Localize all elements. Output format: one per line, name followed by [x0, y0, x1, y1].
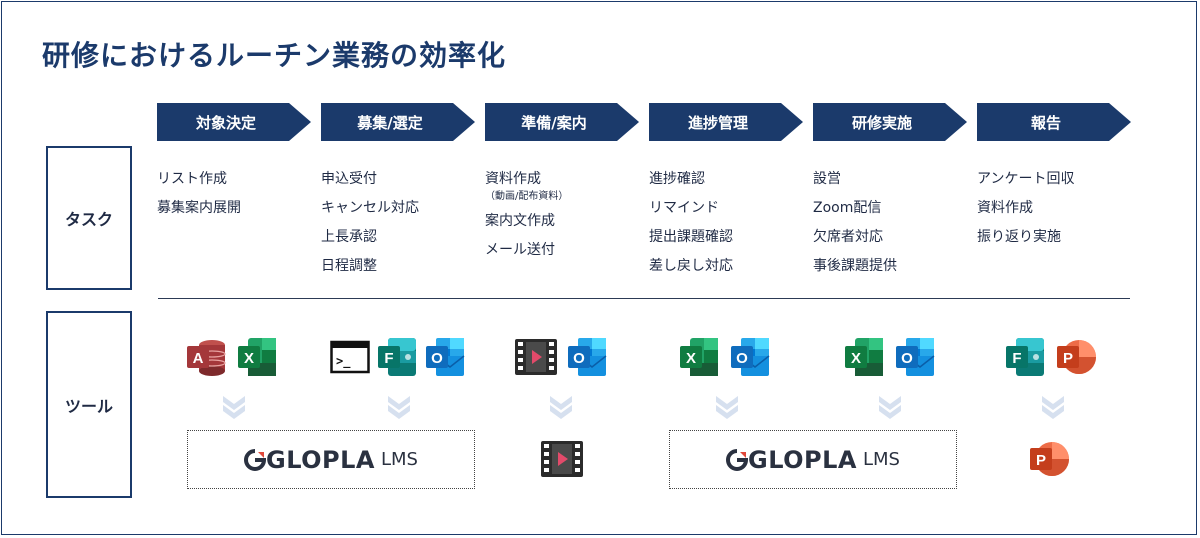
- task-list-progress-manage: 進捗確認 リマインド 提出課題確認 差し戻し対応: [649, 168, 733, 284]
- task-item: Zoom配信: [813, 200, 882, 216]
- outlook-icon: O: [731, 338, 770, 376]
- excel-letter: X: [851, 350, 861, 367]
- task-item: 提出課題確認: [649, 229, 733, 245]
- glopla-lms-logo: GLOPLA LMS: [244, 446, 418, 474]
- down-chevron-icon: [550, 396, 572, 419]
- row-label-tasks: タスク: [46, 146, 132, 290]
- lms-suffix: LMS: [863, 449, 900, 470]
- glopla-lms-logo: GLOPLA LMS: [726, 446, 900, 474]
- forms-icon: F: [378, 338, 416, 376]
- task-list-target-decision: リスト作成 募集案内展開: [157, 168, 241, 226]
- task-item: 進捗確認: [649, 171, 705, 187]
- lms-box-right: GLOPLA LMS: [669, 430, 957, 489]
- task-item: メール送付: [485, 242, 555, 258]
- step-target-decision: 対象決定: [157, 103, 311, 141]
- access-icon: A: [187, 340, 226, 376]
- task-item: 欠席者対応: [813, 229, 883, 245]
- step-recruit-select: 募集/選定: [321, 103, 475, 141]
- forms-icon: F: [1006, 338, 1044, 376]
- glopla-logo-icon: [726, 448, 748, 471]
- task-list-recruit-select: 申込受付 キャンセル対応 上長承認 日程調整: [321, 168, 419, 284]
- excel-letter: X: [686, 350, 696, 367]
- task-item: 設営: [813, 171, 841, 187]
- excel-icon: X: [680, 338, 718, 376]
- task-list-prepare-notify: 資料作成 （動画/配布資料） 案内文作成 メール送付: [485, 168, 568, 268]
- page-title: 研修におけるルーチン業務の効率化: [42, 39, 507, 72]
- video-icon: [541, 441, 583, 477]
- excel-icon: X: [238, 338, 276, 376]
- task-item: 上長承認: [321, 229, 377, 245]
- task-note: （動画/配布資料）: [485, 191, 569, 202]
- excel-icon: X: [845, 338, 883, 376]
- step-prepare-notify: 準備/案内: [485, 103, 639, 141]
- task-item: 事後課題提供: [813, 258, 897, 274]
- task-item: リマインド: [649, 200, 719, 216]
- outlook-icon: O: [568, 338, 607, 376]
- task-list-report: アンケート回収 資料作成 振り返り実施: [977, 168, 1074, 255]
- forms-letter: F: [384, 350, 393, 367]
- lms-brand: GLOPLA: [748, 445, 857, 474]
- down-chevron-icon: [716, 396, 738, 419]
- terminal-prompt: >_: [336, 354, 351, 369]
- down-chevron-icon: [879, 396, 901, 419]
- step-report: 報告: [977, 103, 1131, 141]
- row-label-tools: ツール: [46, 311, 132, 498]
- excel-letter: X: [244, 350, 254, 367]
- task-item: 差し戻し対応: [649, 258, 733, 274]
- task-item: アンケート回収: [977, 171, 1075, 187]
- terminal-icon: >_: [330, 340, 370, 374]
- video-icon: [515, 339, 557, 375]
- forms-letter: F: [1012, 350, 1021, 367]
- down-chevron-icon: [388, 396, 410, 419]
- task-item: キャンセル対応: [321, 200, 419, 216]
- powerpoint-letter: P: [1063, 350, 1073, 367]
- down-chevron-icon: [223, 396, 245, 419]
- step-progress-manage: 進捗管理: [649, 103, 803, 141]
- task-list-training-run: 設営 Zoom配信 欠席者対応 事後課題提供: [813, 168, 897, 284]
- outlook-letter: O: [901, 350, 913, 367]
- access-letter: A: [193, 350, 204, 367]
- task-item: 資料作成: [485, 171, 541, 187]
- step-training-run: 研修実施: [813, 103, 967, 141]
- task-item: 資料作成: [977, 200, 1033, 216]
- down-chevron-icon: [1042, 396, 1064, 419]
- task-item: 日程調整: [321, 258, 377, 274]
- lms-box-left: GLOPLA LMS: [187, 430, 475, 489]
- task-item: 申込受付: [321, 171, 377, 187]
- task-item: 案内文作成: [485, 213, 555, 229]
- lms-suffix: LMS: [381, 449, 418, 470]
- outlook-letter: O: [736, 350, 748, 367]
- task-item: 振り返り実施: [977, 229, 1061, 245]
- powerpoint-icon: P: [1030, 442, 1069, 476]
- task-item: リスト作成: [157, 171, 227, 187]
- outlook-letter: O: [573, 350, 585, 367]
- lms-brand: GLOPLA: [266, 445, 375, 474]
- powerpoint-icon: P: [1057, 340, 1096, 374]
- task-item: 募集案内展開: [157, 200, 241, 216]
- powerpoint-letter: P: [1036, 452, 1046, 469]
- section-divider: [158, 298, 1130, 299]
- outlook-icon: O: [896, 338, 935, 376]
- glopla-logo-icon: [244, 448, 266, 471]
- outlook-letter: O: [431, 350, 443, 367]
- outlook-icon: O: [426, 338, 465, 376]
